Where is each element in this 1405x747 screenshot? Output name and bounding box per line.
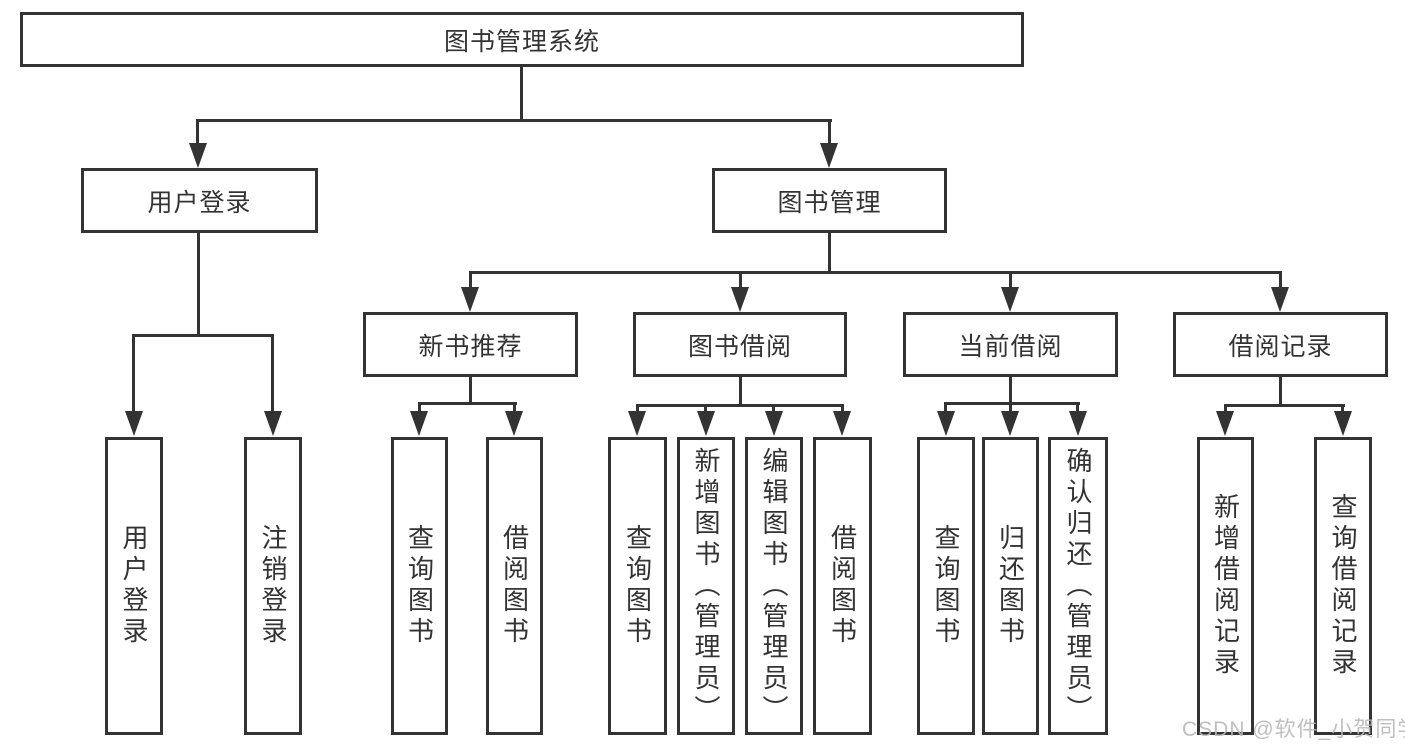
arrowhead-down-icon bbox=[697, 411, 715, 436]
arrowhead-down-icon bbox=[765, 411, 783, 436]
arrowhead-down-icon bbox=[505, 411, 523, 436]
node-borrow-records-label: 借阅记录 bbox=[1228, 332, 1333, 361]
connector-vline bbox=[1224, 404, 1227, 413]
node-borrow-records: 借阅记录 bbox=[1173, 312, 1388, 377]
leaf-borrow-add-books-admin-label: 新增图书（管理员） bbox=[691, 446, 721, 726]
leaf-borrow-edit-books-admin-label: 编辑图书（管理员） bbox=[759, 446, 789, 726]
leaf-current-return-books: 归还图书 bbox=[982, 437, 1039, 735]
connector-vline bbox=[828, 232, 831, 274]
leaf-current-return-books-label: 归还图书 bbox=[995, 524, 1026, 648]
leaf-current-query-books: 查询图书 bbox=[917, 437, 975, 735]
connector-hline bbox=[132, 334, 274, 337]
leaf-borrow-add-books-admin: 新增图书（管理员） bbox=[677, 437, 735, 735]
leaf-newrec-borrow-books-label: 借阅图书 bbox=[499, 524, 530, 648]
connector-hline bbox=[469, 271, 1282, 274]
connector-vline bbox=[1009, 402, 1012, 413]
node-book-management: 图书管理 bbox=[712, 168, 947, 233]
node-current-borrow: 当前借阅 bbox=[903, 312, 1118, 377]
connector-vline bbox=[271, 334, 274, 412]
leaf-logout: 注销登录 bbox=[244, 437, 302, 735]
arrowhead-down-icon bbox=[264, 411, 282, 436]
leaf-newrec-borrow-books: 借阅图书 bbox=[486, 437, 543, 735]
connector-vline bbox=[469, 271, 472, 288]
arrowhead-down-icon bbox=[189, 143, 207, 168]
leaf-current-query-books-label: 查询图书 bbox=[931, 524, 961, 648]
arrowhead-down-icon bbox=[1001, 411, 1019, 436]
connector-vline bbox=[520, 66, 523, 121]
node-current-borrow-label: 当前借阅 bbox=[958, 332, 1063, 361]
node-book-management-label: 图书管理 bbox=[777, 188, 882, 217]
arrowhead-down-icon bbox=[1069, 411, 1087, 436]
leaf-borrow-borrow-books-label: 借阅图书 bbox=[827, 524, 858, 648]
connector-vline bbox=[132, 334, 135, 412]
node-new-book-recommend-label: 新书推荐 bbox=[418, 332, 523, 361]
arrowhead-down-icon bbox=[1001, 287, 1019, 312]
connector-hline bbox=[944, 402, 1080, 405]
leaf-records-add-record: 新增借阅记录 bbox=[1197, 437, 1254, 735]
leaf-borrow-query-books-label: 查询图书 bbox=[622, 524, 653, 648]
leaf-current-confirm-return-admin-label: 确认归还（管理员） bbox=[1063, 446, 1093, 726]
node-new-book-recommend: 新书推荐 bbox=[363, 312, 578, 377]
leaf-borrow-edit-books-admin: 编辑图书（管理员） bbox=[745, 437, 803, 735]
connector-vline bbox=[739, 375, 742, 407]
connector-vline bbox=[196, 119, 199, 146]
arrowhead-down-icon bbox=[1334, 411, 1352, 436]
connector-vline bbox=[841, 404, 844, 413]
leaf-borrow-borrow-books: 借阅图书 bbox=[813, 437, 872, 735]
leaf-user-login-label: 用户登录 bbox=[119, 524, 149, 648]
leaf-borrow-query-books: 查询图书 bbox=[608, 437, 667, 735]
node-book-borrow-label: 图书借阅 bbox=[687, 332, 792, 361]
connector-vline bbox=[772, 404, 775, 413]
arrowhead-down-icon bbox=[461, 287, 479, 312]
connector-vline bbox=[944, 402, 947, 413]
connector-vline bbox=[1009, 271, 1012, 288]
csdn-watermark: CSDN @软件_小贺同学 bbox=[1182, 718, 1405, 741]
connector-vline bbox=[1076, 402, 1079, 413]
connector-vline bbox=[1009, 375, 1012, 405]
connector-vline bbox=[739, 271, 742, 288]
arrowhead-down-icon bbox=[937, 411, 955, 436]
arrowhead-down-icon bbox=[820, 143, 838, 168]
leaf-records-query-record: 查询借阅记录 bbox=[1314, 437, 1372, 735]
arrowhead-down-icon bbox=[125, 411, 143, 436]
node-root-label: 图书管理系统 bbox=[443, 27, 600, 56]
node-root-system: 图书管理系统 bbox=[20, 12, 1024, 67]
arrowhead-down-icon bbox=[731, 287, 749, 312]
leaf-records-query-record-label: 查询借阅记录 bbox=[1328, 493, 1358, 679]
connector-vline bbox=[469, 375, 472, 405]
connector-hline bbox=[418, 402, 517, 405]
connector-hline bbox=[636, 404, 844, 407]
node-user-login-label: 用户登录 bbox=[147, 188, 252, 217]
connector-hline bbox=[196, 119, 832, 122]
connector-vline bbox=[1279, 375, 1282, 407]
leaf-current-confirm-return-admin: 确认归还（管理员） bbox=[1048, 437, 1108, 735]
connector-vline bbox=[1279, 271, 1282, 288]
arrowhead-down-icon bbox=[1216, 411, 1234, 436]
connector-vline bbox=[828, 119, 831, 146]
leaf-logout-label: 注销登录 bbox=[258, 524, 288, 648]
node-user-login: 用户登录 bbox=[81, 168, 318, 233]
leaf-newrec-query-books-label: 查询图书 bbox=[404, 524, 435, 648]
connector-vline bbox=[1341, 404, 1344, 413]
connector-vline bbox=[197, 232, 200, 336]
connector-vline bbox=[418, 402, 421, 413]
arrowhead-down-icon bbox=[1271, 287, 1289, 312]
connector-vline bbox=[704, 404, 707, 413]
arrowhead-down-icon bbox=[410, 411, 428, 436]
leaf-user-login: 用户登录 bbox=[105, 437, 163, 735]
arrowhead-down-icon bbox=[628, 411, 646, 436]
connector-vline bbox=[636, 404, 639, 413]
node-book-borrow: 图书借阅 bbox=[633, 312, 847, 377]
connector-hline bbox=[1224, 404, 1345, 407]
leaf-newrec-query-books: 查询图书 bbox=[391, 437, 448, 735]
leaf-records-add-record-label: 新增借阅记录 bbox=[1210, 493, 1241, 679]
arrowhead-down-icon bbox=[833, 411, 851, 436]
connector-vline bbox=[513, 402, 516, 413]
